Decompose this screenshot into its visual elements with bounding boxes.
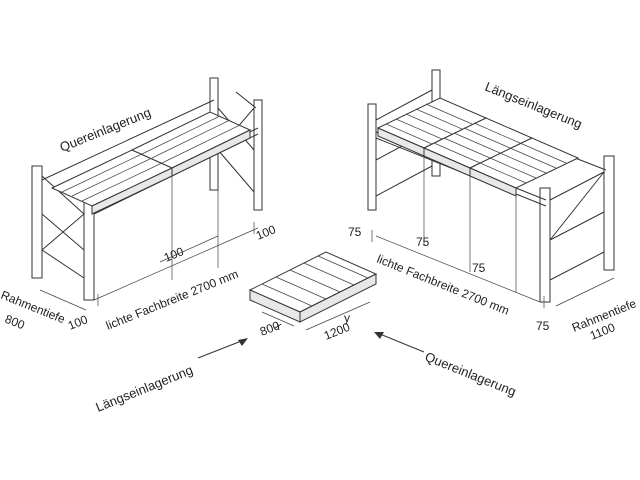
center-pallet (248, 251, 378, 331)
label-dim-75-d: 75 (536, 319, 550, 333)
left-rack-pallet-2 (130, 111, 252, 177)
right-rack-front-upright (539, 155, 615, 303)
label-pallet-x: x (273, 318, 284, 333)
arrow-quer (374, 332, 425, 353)
label-fachbreite-right: lichte Fachbreite 2700 mm (375, 252, 511, 318)
left-rack (31, 77, 263, 311)
label-laengseinlagerung-bottom: Längseinlagerung (94, 362, 195, 415)
right-rack-dimensions (371, 230, 615, 308)
label-pallet-1200: 1200 (322, 320, 352, 343)
right-rack-pallet-2 (422, 117, 534, 177)
label-dim-75-c: 75 (472, 261, 486, 275)
label-quereinlagerung-bottom: Quereinlagerung (423, 349, 518, 399)
label-rahmentiefe-left-value: 800 (3, 312, 27, 333)
label-dim-75-b: 75 (416, 235, 430, 249)
label-pallet-y: y (344, 311, 350, 325)
label-dim-75-a: 75 (348, 225, 362, 239)
left-rack-dimensions (39, 222, 259, 311)
label-dim-100-left: 100 (66, 312, 90, 333)
left-rack-pallet-1 (50, 149, 174, 215)
label-dim-100-right: 100 (254, 222, 278, 243)
left-rack-front-upright (31, 165, 95, 301)
right-rack (367, 69, 615, 308)
label-dim-100-mid: 100 (162, 244, 186, 265)
arrow-laengs (197, 338, 248, 359)
